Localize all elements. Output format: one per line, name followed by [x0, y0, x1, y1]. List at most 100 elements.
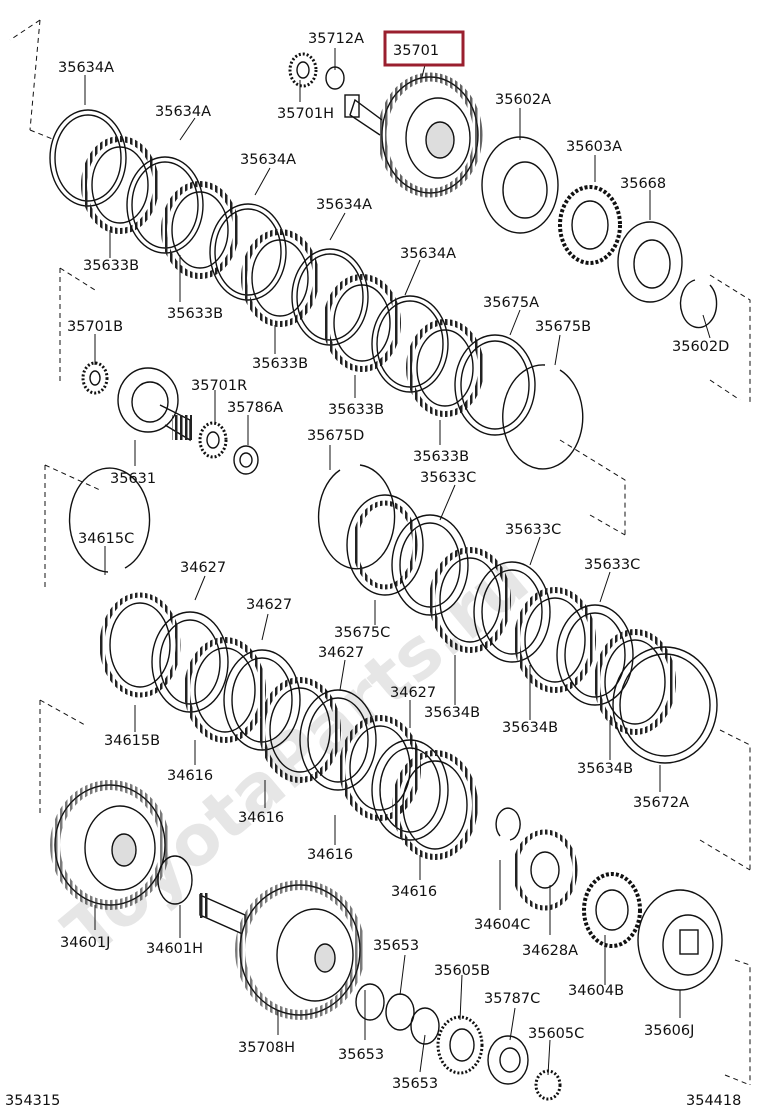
label-34601H[interactable]: 34601H: [146, 941, 203, 957]
part-35634B-plate-3[interactable]: [594, 629, 676, 735]
part-35675D-snap-ring[interactable]: [317, 464, 396, 570]
label-35708H[interactable]: 35708H: [238, 1040, 295, 1056]
label-35633B-5[interactable]: 35633B: [413, 449, 469, 465]
label-35603A[interactable]: 35603A: [566, 139, 622, 155]
label-34628A[interactable]: 34628A: [522, 943, 578, 959]
label-35605B[interactable]: 35605B: [434, 963, 490, 979]
part-34627-disc-3[interactable]: [299, 689, 377, 791]
part-34615C-snap-ring[interactable]: [68, 467, 151, 573]
label-35633B-1[interactable]: 35633B: [83, 258, 139, 274]
label-34604B[interactable]: 34604B: [568, 983, 624, 999]
label-34616-1[interactable]: 34616: [167, 768, 213, 784]
label-34627-1[interactable]: 34627: [180, 560, 226, 576]
label-35634A-4[interactable]: 35634A: [316, 197, 372, 213]
part-35712A-ring[interactable]: [325, 66, 345, 90]
part-35605C-bearing[interactable]: [534, 1069, 562, 1101]
part-35701R-bearing[interactable]: [198, 421, 228, 459]
part-35653-ring-1[interactable]: [355, 983, 385, 1021]
part-34628A-plate[interactable]: [512, 829, 578, 911]
label-35672A[interactable]: 35672A: [633, 795, 689, 811]
part-35633C-disc-3[interactable]: [556, 604, 634, 706]
part-35633B-disc-2[interactable]: [161, 181, 239, 279]
part-34601J-drum[interactable]: [50, 780, 170, 910]
part-35633B-disc-3[interactable]: [241, 229, 319, 327]
label-34616-3[interactable]: 34616: [307, 847, 353, 863]
label-35675A[interactable]: 35675A: [483, 295, 539, 311]
label-34601J[interactable]: 34601J: [60, 935, 110, 951]
part-34604B-clutch[interactable]: [582, 872, 642, 948]
label-35787C[interactable]: 35787C: [484, 991, 540, 1007]
part-35603A-clutch[interactable]: [558, 185, 622, 265]
label-35631[interactable]: 35631: [110, 471, 156, 487]
label-35653-2[interactable]: 35653: [338, 1047, 384, 1063]
part-35675B-snap-ring[interactable]: [502, 364, 584, 470]
label-35634B-2[interactable]: 35634B: [502, 720, 558, 736]
part-35606J-carrier[interactable]: [637, 889, 723, 991]
part-34616-plate-4[interactable]: [392, 750, 478, 860]
label-35701B[interactable]: 35701B: [67, 319, 123, 335]
part-35631-shaft[interactable]: [117, 367, 192, 442]
part-35605B-bearing[interactable]: [436, 1015, 484, 1075]
part-35786A-washer[interactable]: [233, 445, 259, 475]
part-35633B-disc-5[interactable]: [406, 319, 484, 417]
label-35712A[interactable]: 35712A: [308, 31, 364, 47]
part-35701H-bearing[interactable]: [288, 52, 318, 88]
part-34604C-snap-ring[interactable]: [495, 807, 521, 841]
label-35634B-1[interactable]: 35634B: [424, 705, 480, 721]
label-34615C[interactable]: 34615C: [78, 531, 134, 547]
part-35633C-disc-2[interactable]: [473, 561, 551, 663]
part-35708H-drum[interactable]: [198, 880, 365, 1020]
label-35633B-3[interactable]: 35633B: [252, 356, 308, 372]
label-34604C[interactable]: 34604C: [474, 917, 530, 933]
label-34627-2[interactable]: 34627: [246, 597, 292, 613]
part-35675C-plate[interactable]: [346, 494, 424, 596]
part-35653-ring-2[interactable]: [385, 993, 415, 1031]
part-35634B-plate-1[interactable]: [429, 547, 511, 653]
part-35668-race[interactable]: [617, 221, 683, 303]
label-35602A[interactable]: 35602A: [495, 92, 551, 108]
part-35787C-washer[interactable]: [487, 1035, 529, 1085]
label-35701[interactable]: 35701: [393, 43, 439, 59]
part-34616-plate-2[interactable]: [259, 677, 341, 783]
label-34627-4[interactable]: 34627: [390, 685, 436, 701]
part-35701B-bearing[interactable]: [81, 361, 109, 395]
part-35633B-disc-1[interactable]: [81, 136, 159, 234]
label-35701R[interactable]: 35701R: [191, 378, 247, 394]
label-35653-3[interactable]: 35653: [392, 1076, 438, 1092]
part-35675A-plate[interactable]: [454, 334, 536, 436]
label-35786A[interactable]: 35786A: [227, 400, 283, 416]
label-35634A-2[interactable]: 35634A: [155, 104, 211, 120]
label-35653-1[interactable]: 35653: [373, 938, 419, 954]
label-35633C-2[interactable]: 35633C: [505, 522, 561, 538]
label-35675B[interactable]: 35675B: [535, 319, 591, 335]
part-35653-ring-3[interactable]: [410, 1007, 440, 1045]
label-35633C-1[interactable]: 35633C: [420, 470, 476, 486]
label-35633B-4[interactable]: 35633B: [328, 402, 384, 418]
label-35634A-5[interactable]: 35634A: [400, 246, 456, 262]
part-35633B-disc-4[interactable]: [323, 274, 401, 372]
label-35633C-3[interactable]: 35633C: [584, 557, 640, 573]
label-35634A-3[interactable]: 35634A: [240, 152, 296, 168]
label-34616-2[interactable]: 34616: [238, 810, 284, 826]
label-35675D[interactable]: 35675D: [307, 428, 364, 444]
label-35668[interactable]: 35668: [620, 176, 666, 192]
label-34616-4[interactable]: 34616: [391, 884, 437, 900]
label-34627-3[interactable]: 34627: [318, 645, 364, 661]
label-35602D[interactable]: 35602D: [672, 339, 729, 355]
part-35634B-plate-2[interactable]: [514, 587, 596, 693]
label-35675C[interactable]: 35675C: [334, 625, 390, 641]
part-35701-hub[interactable]: [344, 72, 483, 198]
part-34615B-plate[interactable]: [99, 592, 181, 698]
label-34615B[interactable]: 34615B: [104, 733, 160, 749]
label-35606J[interactable]: 35606J: [644, 1023, 694, 1039]
label-35701H[interactable]: 35701H: [277, 106, 334, 122]
part-34601H-o-ring[interactable]: [157, 855, 193, 905]
label-35634A-1[interactable]: 35634A: [58, 60, 114, 76]
part-34616-plate-1[interactable]: [184, 637, 266, 743]
label-35605C[interactable]: 35605C: [528, 1026, 584, 1042]
part-35672A-plate[interactable]: [612, 646, 718, 764]
label-35634B-3[interactable]: 35634B: [577, 761, 633, 777]
part-35602A-retainer[interactable]: [481, 136, 559, 234]
label-35633B-2[interactable]: 35633B: [167, 306, 223, 322]
part-35602D-snap-ring[interactable]: [679, 279, 718, 329]
